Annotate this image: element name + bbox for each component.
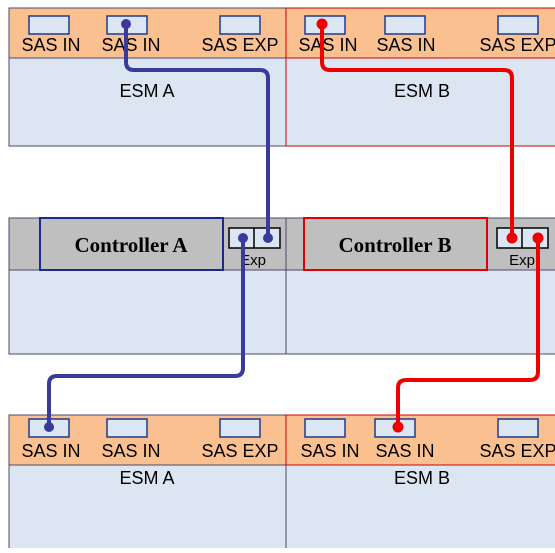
bottom-esm-a-label: ESM A [119, 468, 174, 488]
bottom-esm-b-label: ESM B [394, 468, 450, 488]
red-endpoint-controller-b-left [506, 232, 518, 244]
red-cable-controller-b-to-bottom[interactable] [396, 236, 540, 429]
top-esm-b-sas-in-1-label: SAS IN [298, 35, 357, 55]
blue-cable-controller-a-to-bottom[interactable] [47, 236, 245, 429]
top-esm-a-sas-exp-label: SAS EXP [201, 35, 278, 55]
blue-cable-top-to-controller-a[interactable] [124, 22, 270, 240]
red-endpoint-top [316, 18, 328, 30]
controller-shelf: Controller A Controller B Exp Exp [8, 217, 555, 355]
controller-b-exp-label: Exp [509, 252, 535, 269]
bottom-esm-b-sas-in-1-label: SAS IN [300, 441, 359, 461]
red-endpoint-controller-b-right [532, 232, 544, 244]
top-esm-a-sas-in-1-port[interactable] [28, 15, 70, 35]
bottom-drive-shelf: SAS IN SAS IN SAS EXP SAS IN SAS IN SAS … [8, 414, 555, 553]
bottom-esm-b-sas-exp-port[interactable] [497, 418, 539, 438]
top-esm-b-sas-in-2-port[interactable] [384, 15, 426, 35]
top-esm-b-module [285, 7, 555, 147]
bottom-esm-b-sas-in-2-label: SAS IN [375, 441, 434, 461]
top-esm-a-label: ESM A [119, 81, 174, 101]
top-esm-b-label: ESM B [394, 81, 450, 101]
bottom-esm-a-sas-exp-port[interactable] [219, 418, 261, 438]
controller-b-box [303, 217, 488, 271]
red-endpoint-bottom [392, 421, 404, 433]
top-esm-a-sas-in-2-label: SAS IN [101, 35, 160, 55]
top-esm-a-sas-exp-port[interactable] [219, 15, 261, 35]
blue-endpoint-controller-a-right [263, 233, 273, 243]
top-esm-b-sas-exp-label: SAS EXP [479, 35, 555, 55]
top-esm-b-sas-exp-port[interactable] [497, 15, 539, 35]
red-cable-top-to-controller-b[interactable] [320, 22, 514, 240]
bottom-esm-a-sas-exp-label: SAS EXP [201, 441, 278, 461]
blue-endpoint-top [121, 19, 131, 29]
controller-a-box [39, 217, 224, 271]
cables [47, 22, 540, 429]
bottom-esm-a-sas-in-2-label: SAS IN [101, 441, 160, 461]
cable-endpoints [44, 18, 544, 433]
bottom-esm-a-sas-in-2-port[interactable] [106, 418, 148, 438]
blue-endpoint-bottom [44, 422, 54, 432]
bottom-esm-a-sas-in-1-label: SAS IN [21, 441, 80, 461]
top-esm-b-sas-in-2-label: SAS IN [376, 35, 435, 55]
controller-b-label: Controller B [339, 233, 452, 257]
bottom-esm-b-sas-exp-label: SAS EXP [479, 441, 555, 461]
controller-a-label: Controller A [75, 233, 189, 257]
top-drive-shelf: SAS IN SAS IN SAS EXP SAS IN SAS IN SAS … [8, 7, 555, 147]
top-esm-a-sas-in-1-label: SAS IN [21, 35, 80, 55]
controller-a-exp-label: Exp [240, 252, 266, 269]
bottom-esm-b-sas-in-1-port[interactable] [304, 418, 346, 438]
blue-endpoint-controller-a-left [238, 233, 248, 243]
